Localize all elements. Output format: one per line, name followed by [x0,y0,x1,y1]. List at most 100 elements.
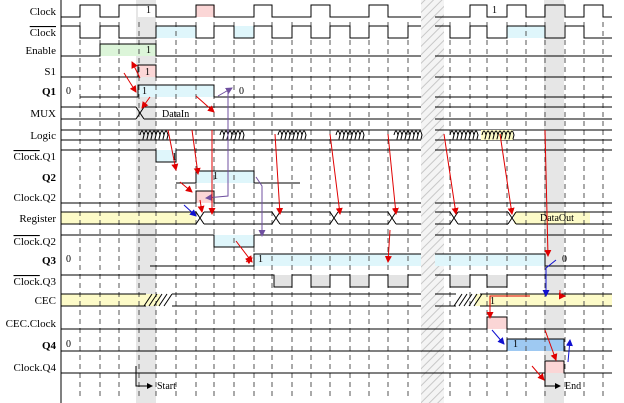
label-enable-main: Enable [25,45,56,57]
mux-datain: DataIn [162,109,189,120]
cec-hatch-b-3 [468,293,478,307]
register-cross-4 [449,211,459,225]
label-clock: Clock [30,6,57,18]
label-q1: Q1 [42,86,56,98]
label-logic-main: Logic [30,130,56,142]
clockq3-wave-b [435,274,612,288]
label-cec-main: CEC [35,295,56,307]
q4-start-value: 0 [66,339,71,350]
cecclock-fill [487,317,507,329]
cec-hatch-3 [158,293,168,307]
arrow-q4-clockq4 [544,329,558,361]
arrow-clockq2-register [197,199,205,213]
arrow-cec-cecclock [486,295,530,319]
label-cecclock: CEC.Clock [6,318,57,330]
arrow-purple-2 [205,88,229,201]
label-logic: Logic [30,130,56,142]
arrow-logic-q2 [167,129,179,171]
arrow-blue-clockq4-q4 [565,339,573,363]
clockq2-fill [196,191,214,203]
label-s1-main: S1 [44,66,56,78]
q4-mark: 1 [513,339,518,350]
register-cross-3 [387,211,397,225]
cec-fill-1 [61,294,160,306]
cec-mark: 1 [490,296,495,307]
label-q2-main: Q2 [42,172,57,184]
label-clockq4-main: Clock.Q4 [14,362,57,374]
clockq1-wave [61,149,421,163]
label-mux: MUX [30,108,56,120]
label-register: Register [19,213,56,225]
register-cross-0 [195,211,205,225]
start-end-markers: Start End [135,366,581,392]
cec-hatch-b-4 [473,293,483,307]
s1-wave [61,64,421,78]
time-break [421,0,444,403]
arrow-blue-q3 [542,259,557,297]
register-cross-2 [329,211,339,225]
arrow-purple-3 [255,176,266,237]
cecclock-wave [61,316,612,330]
q1-mark: 1 [142,86,147,97]
logic-fill [481,130,513,140]
label-q4-main: Q4 [42,340,57,352]
start-label: Start [157,381,176,392]
arrow-logic-q2-b [191,129,201,175]
q1-wave [80,84,421,98]
arrow-logic-q3 [544,129,552,257]
clockq3-fill-3 [350,275,369,287]
clockq2-wave [61,190,421,204]
clockq2n-wave [61,234,421,248]
arrow-q2-clockq2 [179,181,193,193]
register-cross-1 [271,211,281,225]
end-label: End [565,381,581,392]
label-mux-main: MUX [30,108,56,120]
start-marker [135,366,153,389]
arrow-blue-register [183,204,197,217]
arrow-s1-q1 [123,72,137,93]
logic-coil-6 [481,130,515,140]
clock-mark-2: 1 [492,5,497,16]
clockn-wave [61,25,421,39]
clock-wave [61,4,421,18]
logic-coil-5 [449,130,479,140]
clockq3-fill-1 [274,275,292,287]
waveforms-layer [61,4,612,374]
clockq4-fill [545,361,564,373]
arrow-logic-register-3 [329,133,343,215]
label-clockq1: Clock.Q1 [14,151,56,163]
enable-fill [100,44,156,56]
clock-wave-b [435,4,612,18]
q3-fill-2 [435,254,545,266]
cec-hatch-0 [143,293,153,307]
arrow-q3-rise [245,257,253,265]
cec-hatch-b-1 [458,293,468,307]
q2-mark: 1 [213,171,218,182]
clockn-wave-b [435,25,612,39]
waveform-texts: 1 1 1 1 0 1 0 DataIn 1 1 DataOut 0 1 0 1… [66,5,574,350]
register-fill-1 [61,212,196,224]
clockq1-mark: 1 [172,152,177,163]
register-fill-2 [514,212,590,224]
arrow-clockq4-end [531,365,545,381]
q2-fill [196,171,254,183]
enable-mark: 1 [146,45,151,56]
q3-wave-b [435,253,612,267]
cec-hatch-4 [163,293,173,307]
label-clockq2-main: Clock.Q2 [14,192,56,204]
s1-mark: 1 [145,67,150,78]
label-clockq3: Clock.Q3 [14,276,57,288]
label-clockq2n: Clock.Q2 [14,236,56,248]
q3-mark: 1 [258,254,263,265]
arrow-logic-register-6 [499,133,515,215]
label-q3: Q3 [42,255,57,267]
label-s1: S1 [44,66,56,78]
arrow-logic-register-4 [387,133,399,215]
clock-fill-white [138,5,156,17]
q3-end-value: 0 [562,254,567,265]
q1-end-value: 0 [239,86,244,97]
clockq4-wave [61,360,612,374]
cec-hatch-b-2 [463,293,473,307]
arrow-reg-q3 [384,229,392,263]
